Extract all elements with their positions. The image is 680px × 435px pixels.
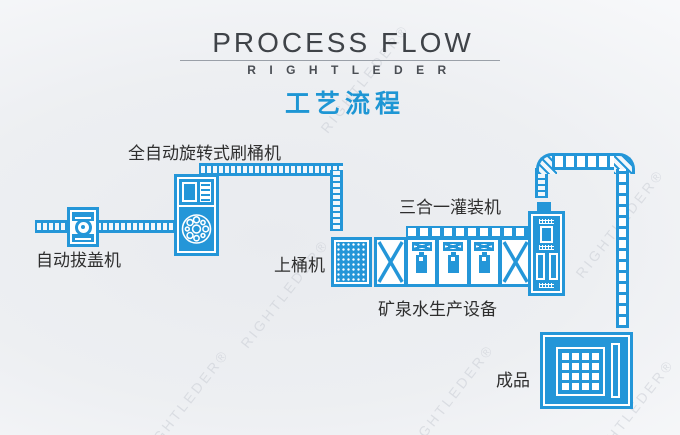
- stripe-detail: [75, 214, 91, 219]
- filling-cell: [439, 240, 467, 284]
- finished-product-box: [540, 332, 633, 409]
- roller-circle-icon: [74, 218, 92, 236]
- tower-column: [548, 253, 558, 280]
- x-brace-small-icon: [411, 242, 432, 251]
- hatch-detail: [539, 245, 554, 250]
- washer-panel: [182, 182, 197, 202]
- arch-right-leg-conveyor: [616, 169, 629, 328]
- conveyor-down: [330, 170, 343, 231]
- x-brace-icon: [502, 241, 529, 283]
- x-brace-small-icon: [442, 242, 464, 251]
- roller-dot-icon: [81, 225, 85, 229]
- barrel-loader-machine: [331, 237, 372, 287]
- cross-brace-panel: [377, 240, 405, 284]
- x-brace-small-icon: [474, 242, 495, 251]
- page-subtitle-zh: 工艺流程: [284, 90, 405, 118]
- filling-cell: [408, 240, 436, 284]
- conveyor-top: [199, 163, 343, 176]
- barrel-washer-machine: [174, 174, 219, 256]
- washer-ladder-icon: [200, 182, 211, 202]
- hatch-detail: [539, 219, 554, 224]
- filling-cell: [470, 240, 498, 284]
- header-divider: [180, 60, 500, 61]
- arch-left-leg-conveyor: [535, 168, 548, 198]
- arch-corner-left: [536, 153, 557, 174]
- label-cap-remover: 自动拔盖机: [36, 251, 121, 270]
- production-line-machine: [374, 237, 532, 287]
- cap-remover-roller: [72, 218, 94, 236]
- brand-name: RIGHTLEDER: [247, 63, 460, 77]
- cap-remover-body: [70, 210, 96, 244]
- x-brace-icon: [377, 241, 404, 283]
- finished-product-body: [545, 337, 628, 404]
- tower-column: [535, 253, 545, 280]
- stripe-detail: [75, 235, 91, 240]
- page-title: PROCESS FLOW: [212, 27, 474, 58]
- filling-tower-body: [531, 214, 562, 293]
- bottle-icon: [447, 252, 459, 273]
- washer-rotary-section: [179, 207, 214, 251]
- tower-screen: [540, 226, 553, 243]
- bottle-icon: [416, 252, 428, 273]
- pallet-side-strip: [611, 343, 620, 398]
- tower-neck: [537, 202, 551, 213]
- watermark-text: RIGHTLEDER®: [137, 345, 233, 435]
- filling-tower-machine: [528, 211, 565, 296]
- rotary-wheel-icon: [181, 214, 212, 244]
- pallet-frame: [556, 347, 605, 396]
- pallet-grid-icon: [562, 353, 599, 390]
- watermark-text: RIGHTLEDER®: [402, 340, 498, 435]
- bottle-icon: [478, 252, 490, 273]
- barrel-washer-body: [177, 177, 216, 253]
- conveyor-left: [35, 220, 175, 233]
- label-barrel-loader: 上桶机: [274, 256, 325, 275]
- cap-remover-machine: [67, 207, 99, 247]
- cross-brace-panel: [501, 240, 530, 284]
- barrel-loader-body: [334, 240, 369, 284]
- label-barrel-washer: 全自动旋转式刷桶机: [128, 144, 281, 163]
- label-finished-product: 成品: [496, 371, 530, 390]
- arch-top-conveyor: [552, 153, 616, 170]
- label-water-production: 矿泉水生产设备: [378, 300, 497, 319]
- hatch-detail: [539, 283, 554, 288]
- arch-corner-right: [614, 153, 635, 174]
- production-line-body: [377, 240, 530, 284]
- washer-top-section: [179, 179, 214, 207]
- label-filling-machine: 三合一灌装机: [399, 198, 501, 217]
- tower-columns: [535, 253, 558, 280]
